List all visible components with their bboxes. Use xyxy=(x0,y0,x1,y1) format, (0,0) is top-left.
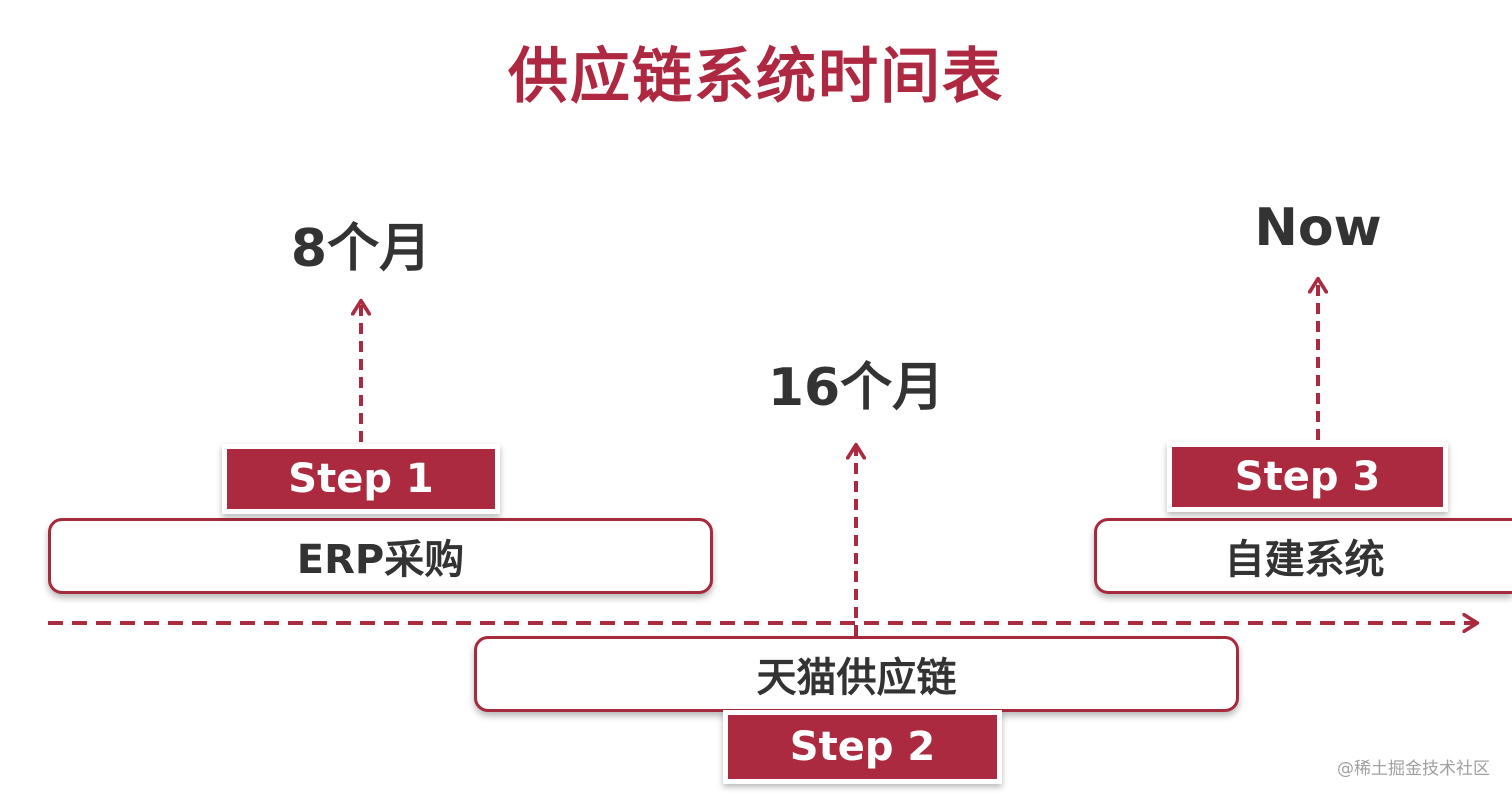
time-label-step2: 16个月 xyxy=(767,358,945,418)
step3-badge: Step 3 xyxy=(1167,442,1448,512)
phase-box-erp: ERP采购 xyxy=(48,518,713,594)
time-label-step3: Now xyxy=(1254,198,1382,258)
step2-badge: Step 2 xyxy=(723,710,1002,784)
time-label-step1: 8个月 xyxy=(290,219,432,279)
watermark: @稀土掘金技术社区 xyxy=(1337,759,1490,779)
step1-badge: Step 1 xyxy=(222,444,500,514)
phase-box-tmall: 天猫供应链 xyxy=(474,636,1239,712)
page-title: 供应链系统时间表 xyxy=(508,42,1004,112)
phase-box-self-built: 自建系统 xyxy=(1094,518,1512,594)
